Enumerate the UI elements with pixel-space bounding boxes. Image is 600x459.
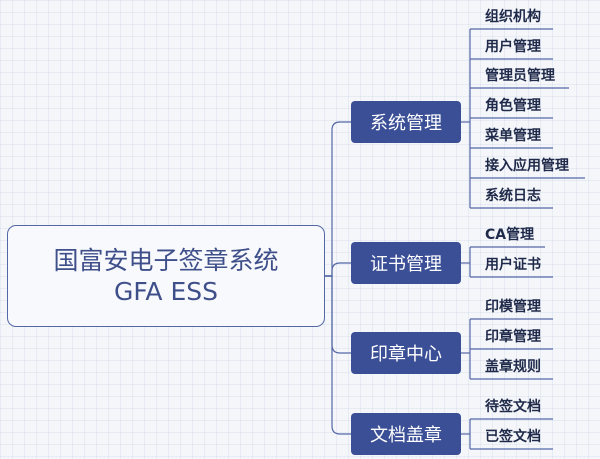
root-to-branch-line-1 [325, 262, 351, 277]
branch-seal-center[interactable]: 印章中心 [351, 332, 461, 374]
leaf-user-management[interactable]: 用户管理 [485, 39, 541, 55]
leaf-seal-mold-management[interactable]: 印模管理 [485, 299, 541, 315]
root-title: 国富安电子签章系统 [53, 246, 279, 275]
branch-label: 证书管理 [370, 254, 442, 275]
leaf-admin-management[interactable]: 管理员管理 [485, 68, 555, 84]
leaf-organization[interactable]: 组织机构 [485, 9, 541, 25]
leaf-pending-documents[interactable]: 待签文档 [485, 399, 541, 415]
leaf-menu-management[interactable]: 菜单管理 [485, 128, 541, 144]
leaf-system-log[interactable]: 系统日志 [485, 188, 541, 204]
root-to-branch-line-0 [325, 121, 351, 277]
branch-certificate-management[interactable]: 证书管理 [351, 242, 461, 284]
leaf-seal-management[interactable]: 印章管理 [485, 329, 541, 345]
leaf-user-certificate[interactable]: 用户证书 [485, 257, 541, 273]
leaf-stamping-rules[interactable]: 盖章规则 [485, 359, 541, 375]
root-subtitle: GFA ESS [113, 277, 219, 306]
branch-system-management[interactable]: 系统管理 [351, 101, 461, 143]
root-node: 国富安电子签章系统 GFA ESS [7, 225, 325, 327]
leaf-ca-management[interactable]: CA管理 [485, 227, 535, 243]
leaf-signed-documents[interactable]: 已签文档 [485, 429, 541, 445]
branch-document-stamping[interactable]: 文档盖章 [351, 413, 461, 455]
branch-label: 印章中心 [370, 344, 442, 365]
branch-label: 文档盖章 [370, 425, 442, 446]
root-to-branch-line-2 [325, 275, 351, 354]
root-to-branch-line-3 [325, 275, 351, 435]
leaf-app-access-management[interactable]: 接入应用管理 [485, 158, 569, 174]
leaf-role-management[interactable]: 角色管理 [485, 98, 541, 114]
branch-label: 系统管理 [370, 113, 442, 134]
